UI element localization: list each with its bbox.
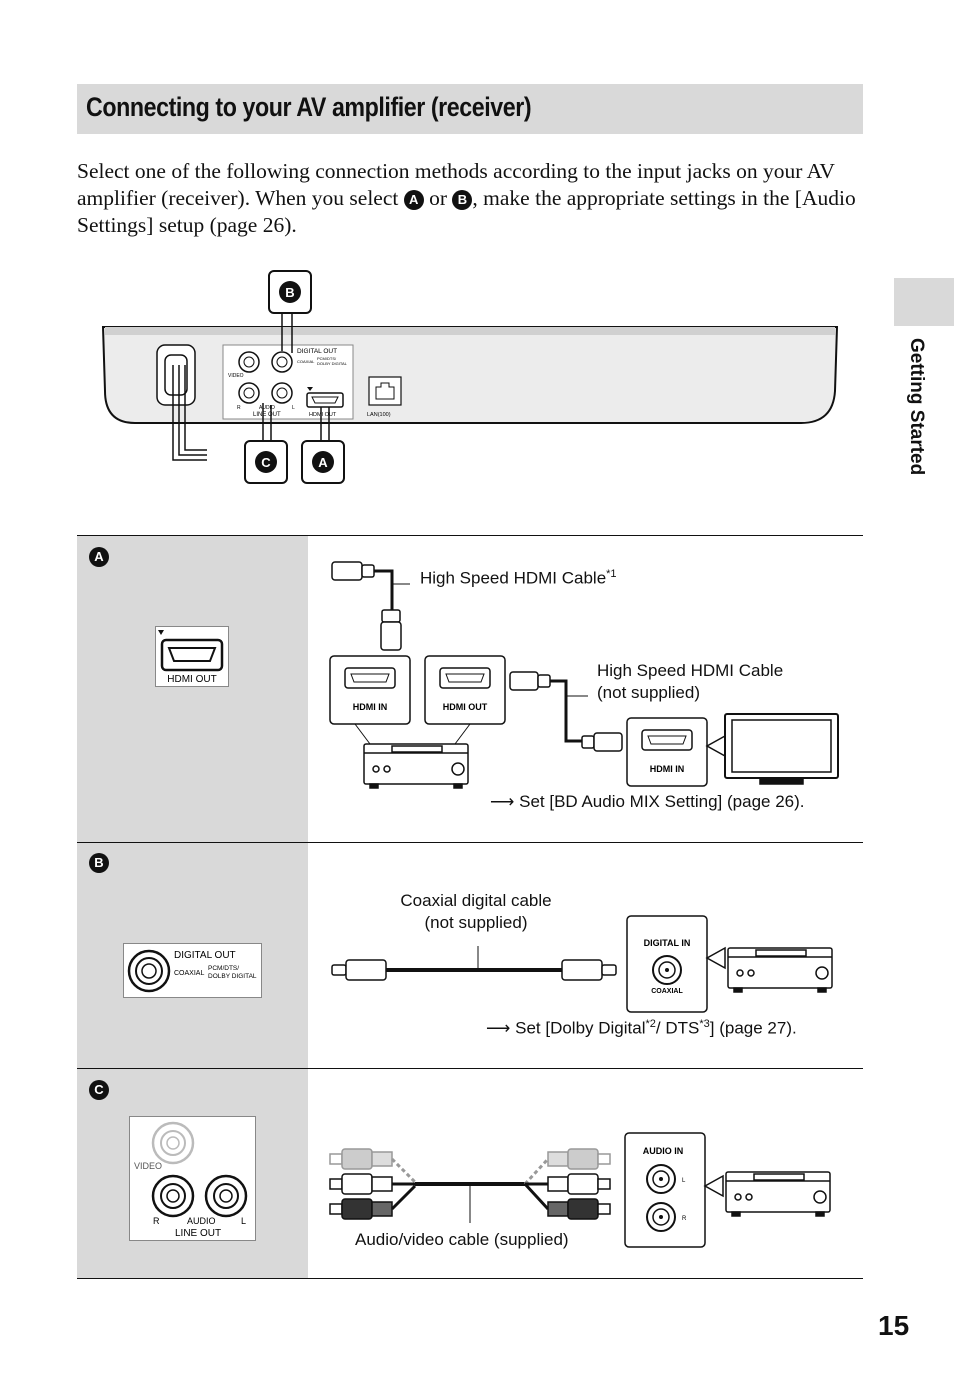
row-c-badge: C [89,1080,109,1100]
row-c-line-out-jacks: VIDEO R AUDIO L LINE OUT [129,1116,256,1241]
row-b-jack-label: DIGITAL OUT [174,950,236,961]
row-a-divider [77,842,863,843]
row-c-l-label: L [241,1216,246,1226]
page-number: 15 [878,1310,910,1341]
player-line-out-label: LINE OUT [253,412,281,418]
intro-or: or [429,186,448,210]
row-c-line-out-label: LINE OUT [175,1228,221,1239]
amp-hdmi-out-label: HDMI OUT [443,702,488,712]
player-coaxial-label: COAXIAL [297,359,315,364]
callout-c-label: C [261,455,271,470]
amp-hdmi-in-box [329,655,411,725]
power-cord-icon [156,344,207,461]
coaxial-jack [271,351,293,373]
amp-hdmi-in-label: HDMI IN [353,702,388,712]
row-b-digital-out-jack: DIGITAL OUT COAXIAL PCM/DTS/ DOLBY DIGIT… [123,943,262,998]
row-c-audio-label: AUDIO [187,1216,216,1226]
audio-l-jack [271,382,293,404]
player-video-label: VIDEO [228,373,244,379]
video-jack [238,351,260,373]
row-c-cable-label: Audio/video cable (supplied) [355,1230,569,1249]
tv-hdmi-in-label: HDMI IN [650,764,685,774]
amp-audio-in-label: AUDIO IN [643,1146,684,1156]
intro-text-1: Select one of the following connection m… [77,159,835,210]
amp-audio-in-r-label: R [682,1216,687,1222]
row-b-dolby-label: DOLBY DIGITAL [208,973,257,980]
page-title: Connecting to your AV amplifier (receive… [86,92,532,122]
row-b-cable-label: Coaxial digital cable(not supplied) [400,891,552,932]
player-hdmi-out-label: HDMI OUT [309,412,337,418]
av-receiver-b-icon [705,946,833,993]
row-b-pcm-label: PCM/DTS/ [208,965,239,972]
side-tab-marker [894,278,954,326]
row-b-coaxial-diagram: DIGITAL IN COAXIAL [331,915,833,1013]
audio-r-jack [238,382,260,404]
amp-audio-in-l-label: L [682,1178,686,1184]
player-pcm-label: PCM/DTS/ [317,356,337,361]
row-b-coaxial-label: COAXIAL [174,970,204,977]
intro-paragraph: Select one of the following connection m… [77,158,867,239]
badge-b: B [452,190,473,210]
tv-icon [705,713,839,785]
intro-text-2: , make the appropriate settings in the [… [77,186,856,237]
row-a-badge: A [89,547,109,567]
table-bottom-rule [77,1278,863,1279]
coaxial-cable-icon [331,959,617,981]
amp-coaxial-in-label: COAXIAL [651,988,683,995]
row-a-hdmi-out-jack: HDMI OUT [155,626,229,687]
player-digital-out-label: DIGITAL OUT [297,348,337,355]
table-top-rule [77,535,863,536]
player-rear-panel-illustration: DIGITAL OUT COAXIAL PCM/DTS/ DOLBY DIGIT… [101,270,839,484]
row-a-left-cell [77,536,308,842]
row-b-badge: B [89,853,109,873]
tv-hdmi-in-box [626,717,708,787]
badge-a: A [403,190,424,210]
row-a-cable1-label: High Speed HDMI Cable*1 [420,568,617,588]
row-c-r-label: R [153,1216,160,1226]
hdmi-cable-2-icon [509,671,623,752]
av-cable-right-plugs-icon [523,1148,611,1220]
player-l-label: L [292,405,295,411]
amp-hdmi-out-box [424,655,506,725]
player-audio-label: AUDIO [259,405,275,411]
row-b-divider [77,1068,863,1069]
player-r-label: R [237,405,241,411]
hdmi-cable-1-icon [331,561,402,651]
callout-a-label: A [318,455,328,470]
player-hdmi-port [306,392,344,408]
side-tab-label: Getting Started [905,338,929,478]
row-a-hdmi-diagram: HDMI IN HDMI OUT HDMI IN [329,561,839,789]
amp-digital-in-label: DIGITAL IN [644,938,691,948]
row-c-video-label: VIDEO [134,1161,162,1171]
player-body [101,326,839,424]
side-tab-text: Getting Started [906,338,927,476]
row-a-jack-label: HDMI OUT [167,674,216,685]
av-receiver-icon [354,723,471,789]
row-a-note: ⟶ Set [BD Audio MIX Setting] (page 26). [490,792,805,811]
player-dolby-label: DOLBY DIGITAL [317,361,348,366]
av-cable-left-plugs-icon [329,1148,525,1220]
av-receiver-c-icon [703,1171,831,1217]
row-c-av-cable-diagram: AUDIO IN L R [329,1132,831,1248]
lan-port [368,376,402,406]
callout-b-label: B [285,285,294,300]
row-b-note: ⟶ Set [Dolby Digital*2/ DTS*3] (page 27)… [486,1018,797,1038]
row-a-cable2-label: High Speed HDMI Cable(not supplied) [597,661,784,702]
player-lan-label: LAN(100) [367,412,391,418]
section-header: Connecting to your AV amplifier (receive… [77,84,863,134]
